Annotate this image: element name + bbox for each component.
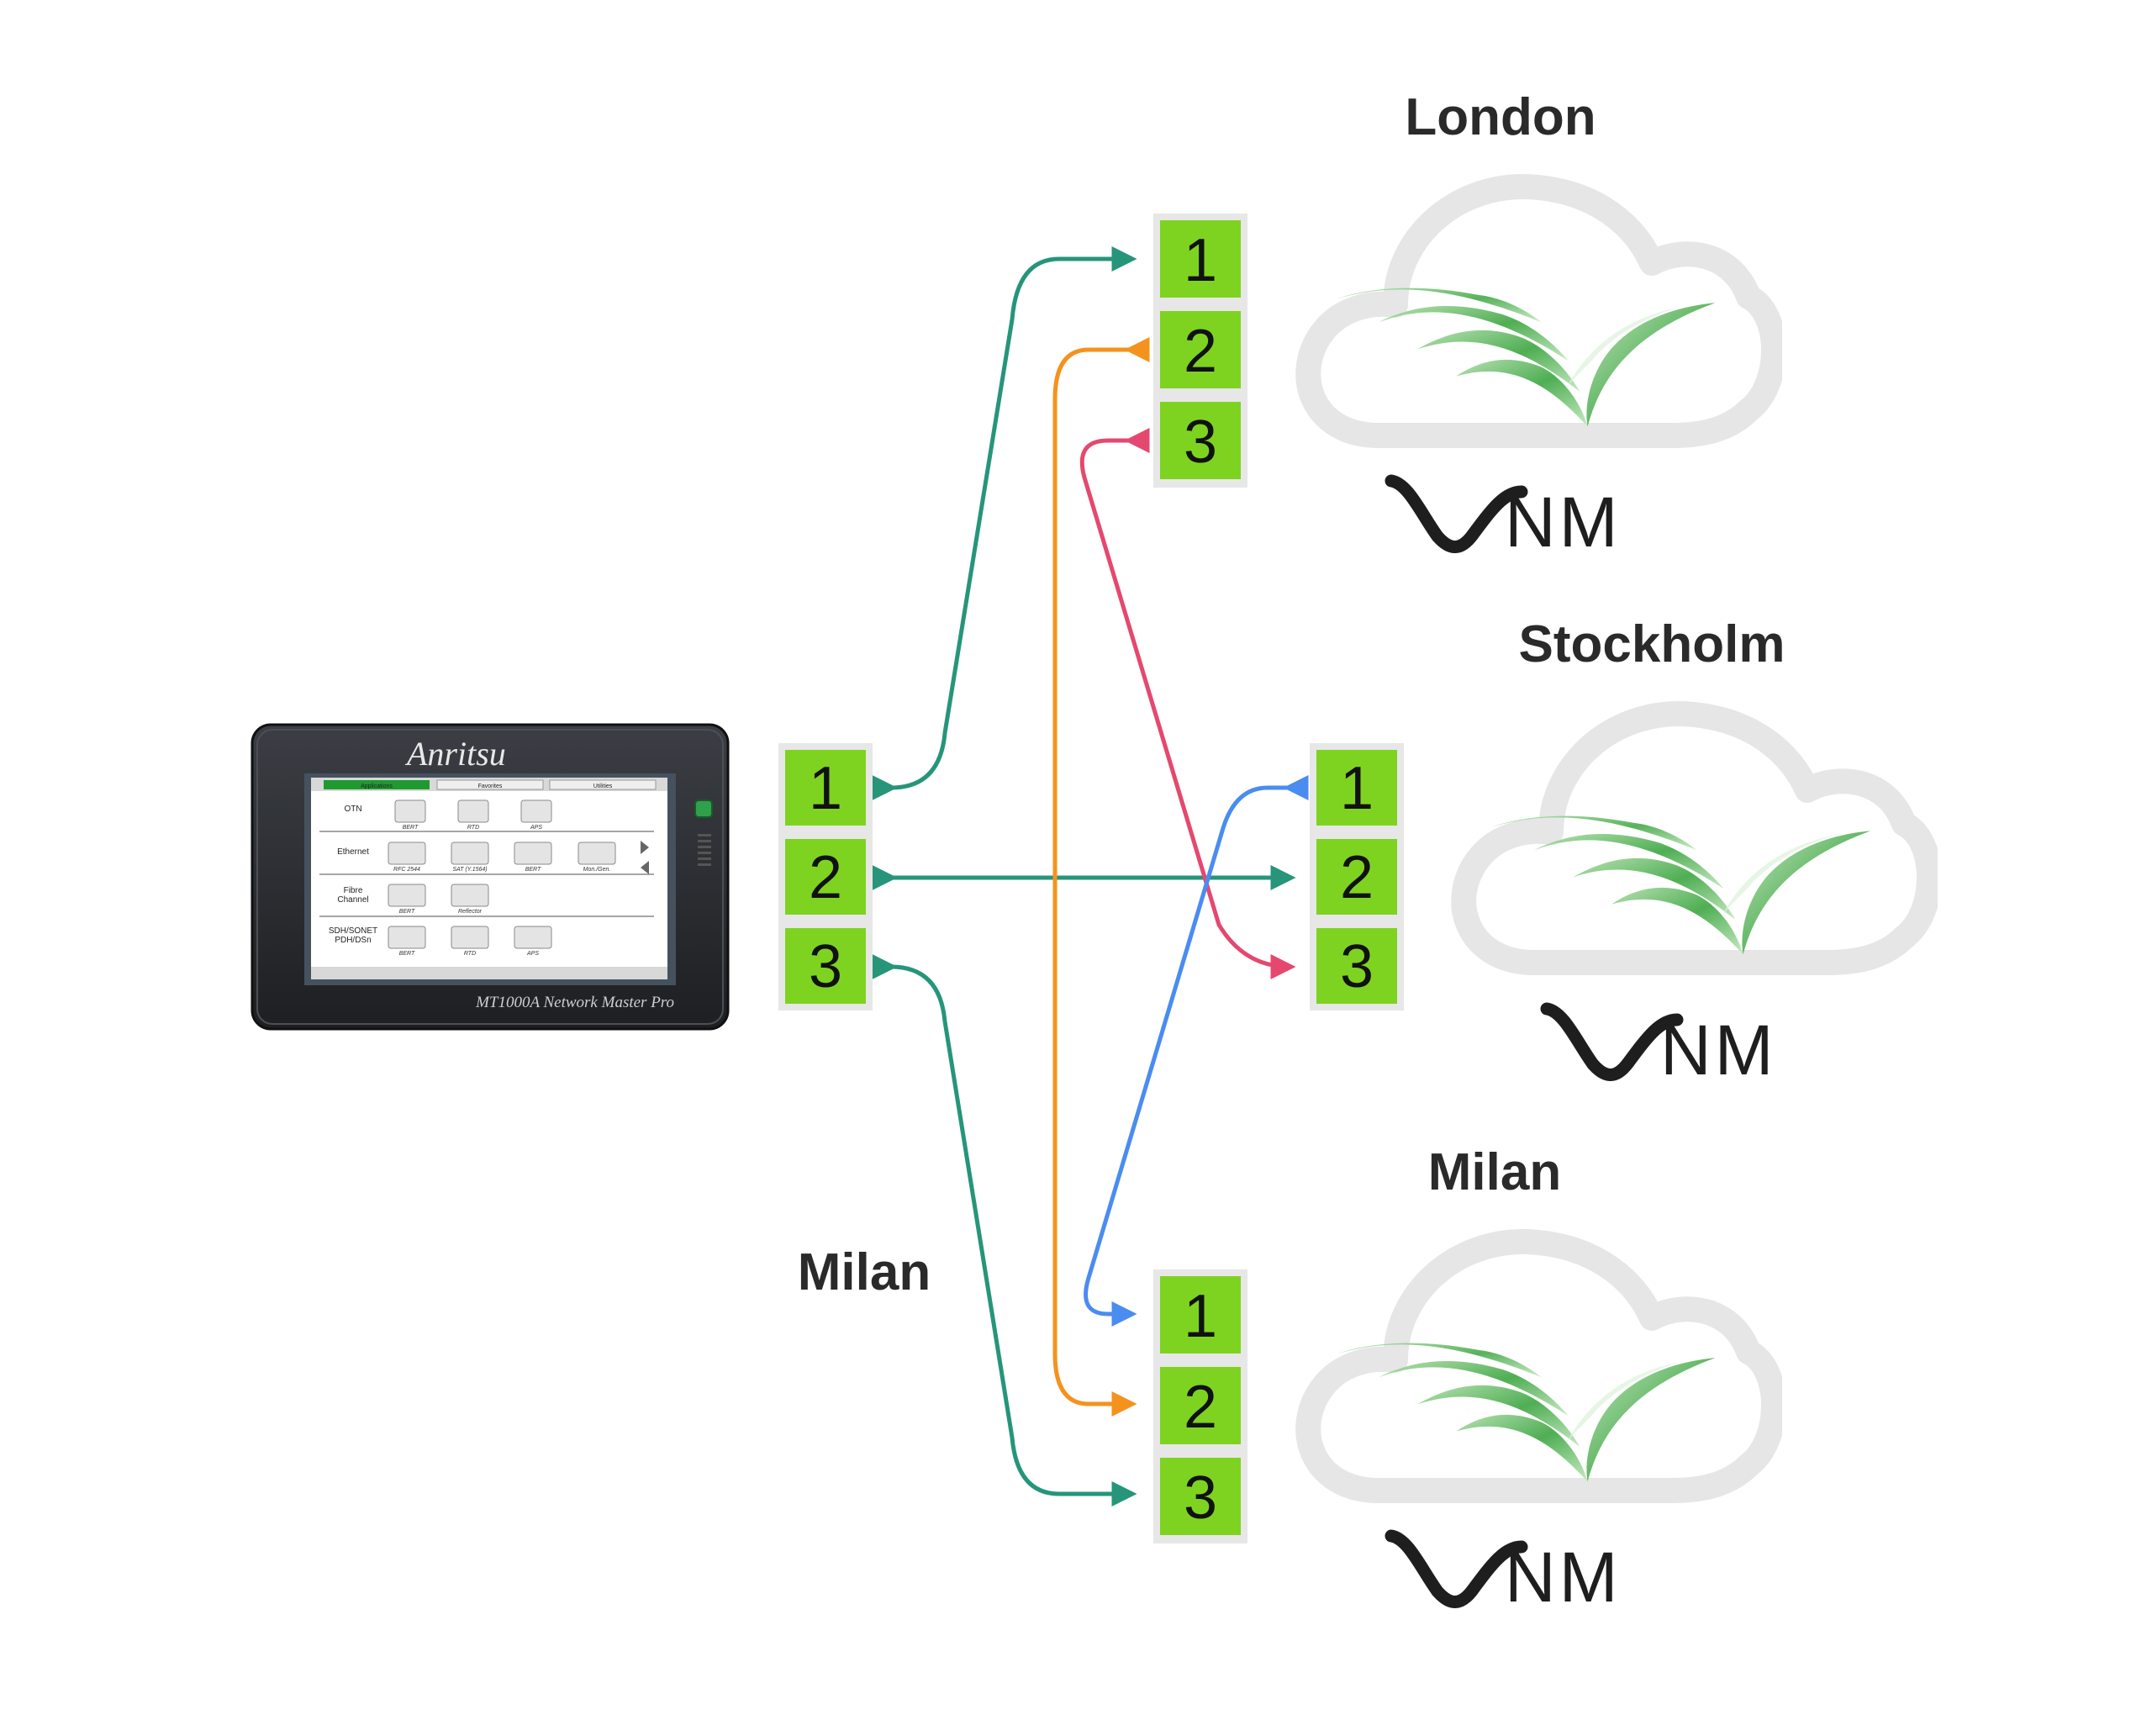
- site-milan: Milan NM 1 2 3: [1153, 1143, 1774, 1617]
- stockholm-port-1-label: 1: [1340, 755, 1374, 822]
- tab-favorites-label: Favorites: [478, 784, 503, 789]
- row-label-pdh: PDH/DSn: [335, 936, 371, 945]
- stockholm-port-3-label: 3: [1340, 933, 1374, 1000]
- site-london-logo-text: NM: [1505, 483, 1622, 562]
- tab-utilities[interactable]: [549, 779, 657, 790]
- tab-applications[interactable]: [324, 780, 430, 789]
- row-label-channel: Channel: [337, 895, 368, 905]
- app-label: BERT: [399, 909, 415, 915]
- tester-device: Anritsu MT1000A Network Master Pro Appli…: [251, 723, 730, 1031]
- link-london-1: [872, 246, 1137, 801]
- app-icon[interactable]: [451, 842, 489, 865]
- local-site-label: Milan: [798, 1243, 931, 1301]
- device-port-3-label: 3: [809, 933, 842, 1000]
- london-port-2-label: 2: [1184, 318, 1217, 385]
- milan-port-3-label: 3: [1184, 1464, 1217, 1532]
- london-port-3-label: 3: [1184, 409, 1217, 476]
- app-label: BERT: [403, 825, 419, 831]
- site-london: London NM 1 2 3: [1153, 88, 1774, 562]
- stockholm-port-2-label: 2: [1340, 844, 1374, 911]
- device-screen: [311, 778, 667, 979]
- app-label: APS: [526, 951, 539, 957]
- app-icon[interactable]: [394, 799, 426, 823]
- tab-utilities-label: Utilities: [593, 784, 613, 789]
- link-milan-3: [872, 953, 1137, 1506]
- app-icon[interactable]: [514, 842, 552, 865]
- app-icon[interactable]: [520, 799, 552, 823]
- london-port-3[interactable]: [1160, 402, 1241, 479]
- tab-applications-label: Applications: [361, 784, 393, 789]
- links: [872, 246, 1309, 1506]
- app-label: SAT (Y.1564): [452, 867, 487, 873]
- app-icon[interactable]: [451, 884, 489, 907]
- device-port-2[interactable]: [785, 839, 866, 915]
- cloud-icon: [1464, 714, 1929, 963]
- device-port-1-label: 1: [809, 755, 842, 822]
- app-icon[interactable]: [388, 842, 426, 865]
- app-icons: [388, 799, 616, 949]
- app-label: Reflector: [458, 909, 483, 915]
- london-port-1-label: 1: [1184, 227, 1217, 294]
- stockholm-port-2[interactable]: [1316, 839, 1397, 915]
- milan-port-1-label: 1: [1184, 1283, 1217, 1350]
- site-stockholm-logo-text: NM: [1660, 1010, 1777, 1090]
- link-blue: [1084, 775, 1309, 1327]
- site-london-title: London: [1405, 88, 1596, 146]
- device-model: MT1000A Network Master Pro: [475, 994, 674, 1011]
- scroll-left-icon[interactable]: [641, 861, 649, 874]
- app-label: APS: [530, 825, 542, 831]
- device-port-1[interactable]: [785, 750, 866, 826]
- site-milan-title: Milan: [1428, 1143, 1561, 1201]
- app-label: RFC 2544: [393, 867, 420, 873]
- vnm-v-icon: [1385, 1529, 1528, 1608]
- milan-port-2[interactable]: [1160, 1367, 1241, 1444]
- app-icon[interactable]: [451, 926, 489, 949]
- speaker-grille: [698, 834, 711, 866]
- stockholm-port-3[interactable]: [1316, 928, 1397, 1004]
- link-pink: [1079, 428, 1296, 979]
- app-label: BERT: [399, 951, 415, 957]
- app-labels: BERT RTD APS RFC 2544 SAT (Y.1564) BERT …: [393, 825, 610, 957]
- app-label: RTD: [467, 825, 479, 831]
- london-port-1[interactable]: [1160, 220, 1241, 298]
- scroll-right-icon[interactable]: [641, 841, 649, 854]
- stockholm-port-1[interactable]: [1316, 750, 1397, 826]
- london-port-2[interactable]: [1160, 311, 1241, 388]
- vnm-v-icon: [1540, 1002, 1684, 1081]
- device-ports: 1 2 3: [778, 743, 873, 1010]
- vnm-v-icon: [1385, 474, 1528, 553]
- app-label: Mon./Gen.: [583, 867, 611, 873]
- milan-port-1[interactable]: [1160, 1276, 1241, 1353]
- app-icon[interactable]: [388, 926, 426, 949]
- device-port-2-label: 2: [809, 844, 842, 911]
- row-label-sdh: SDH/SONET: [329, 926, 377, 936]
- cloud-icon: [1308, 1242, 1774, 1491]
- app-icon[interactable]: [578, 842, 616, 865]
- site-milan-logo-text: NM: [1505, 1538, 1622, 1617]
- link-orange: [1052, 337, 1150, 1417]
- cloud-icon: [1308, 187, 1774, 435]
- app-icon[interactable]: [514, 926, 552, 949]
- site-stockholm-title: Stockholm: [1519, 615, 1785, 673]
- power-button[interactable]: [694, 799, 713, 818]
- row-label-ethernet: Ethernet: [337, 847, 369, 857]
- device-port-3[interactable]: [785, 928, 866, 1004]
- app-label: BERT: [525, 867, 541, 873]
- site-stockholm: Stockholm NM 1 2 3: [1310, 615, 1929, 1090]
- row-label-otn: OTN: [344, 805, 361, 814]
- row-label-fibre: Fibre: [344, 886, 363, 895]
- milan-port-3[interactable]: [1160, 1458, 1241, 1535]
- tab-favorites[interactable]: [436, 779, 544, 790]
- app-icon[interactable]: [457, 799, 489, 823]
- app-label: RTD: [464, 951, 476, 957]
- milan-port-2-label: 2: [1184, 1374, 1217, 1441]
- app-icon[interactable]: [388, 884, 426, 907]
- device-brand: Anritsu: [404, 735, 506, 773]
